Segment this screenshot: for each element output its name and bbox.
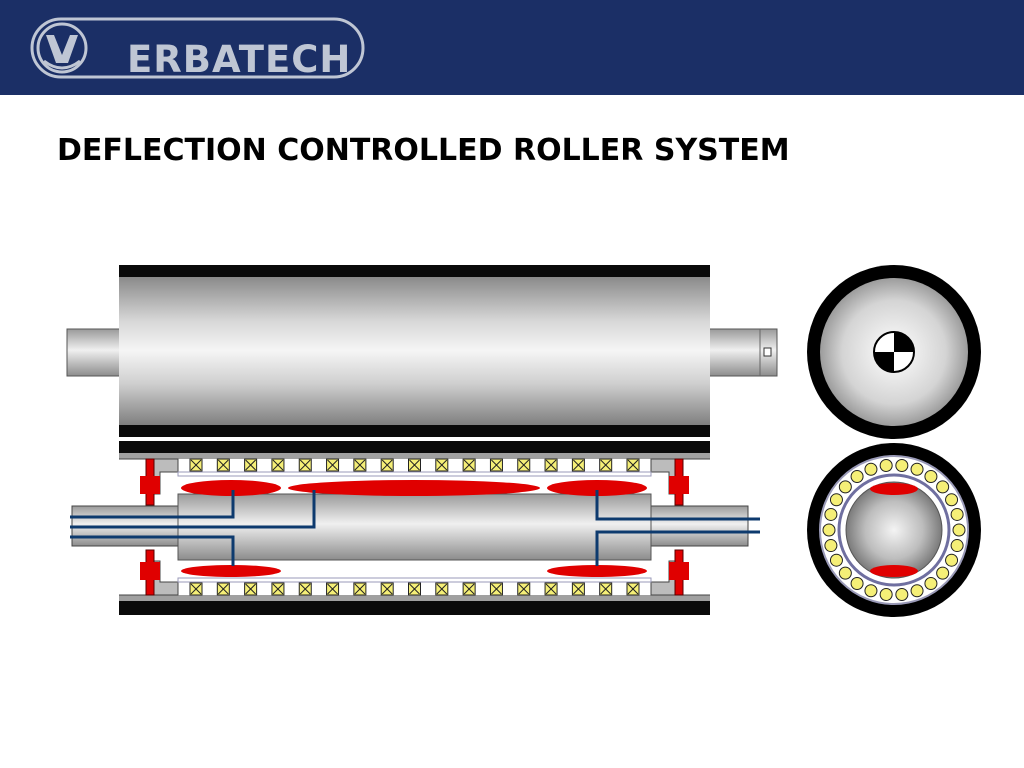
ring-bearings [822,458,966,602]
lower-cover-top [119,441,710,453]
ring-ball [864,462,878,476]
pressure-shoes-bottom [181,565,647,577]
bearing-element [244,582,258,596]
bearing-element [626,458,640,472]
ring-ball [924,576,938,590]
section-shaft [845,481,943,579]
ring-ball [824,539,838,553]
ring-ball [879,458,893,472]
ring-ball [824,507,838,521]
ring-ball [829,493,843,507]
bearing-element [571,582,585,596]
upper-cover-bottom [119,425,710,437]
ring-ball [895,458,909,472]
header-bar: ERBATECH [0,0,1024,95]
bearing-element [517,458,531,472]
bearing-element [626,582,640,596]
section-pressure-shoe-top [870,483,918,495]
ring-ball [950,507,964,521]
bearing-element [489,582,503,596]
lower-cover-bottom [119,601,710,615]
pressure-shoe-right-top [547,480,647,496]
upper-roller [66,265,778,437]
ring-ball [945,553,959,567]
bearing-element [599,582,613,596]
center-mark-icon [873,331,915,373]
bearing-element [271,582,285,596]
ring-ball [864,584,878,598]
upper-cross-section [807,265,981,439]
bearing-element [216,458,230,472]
oil-pipe-5 [595,530,760,566]
bearing-element [462,582,476,596]
bearing-element [189,582,203,596]
bearing-element [462,458,476,472]
bearing-row-top [189,458,640,472]
oil-pipe-1 [70,490,235,519]
bearing-element [353,582,367,596]
bearing-row-bottom [189,582,640,596]
upper-left-journal [66,328,122,377]
logo-wordmark: ERBATECH [127,38,352,81]
ring-ball [829,553,843,567]
ring-ball [936,566,950,580]
bearing-element [599,458,613,472]
bearing-element [380,458,394,472]
bearing-element [544,582,558,596]
ring-ball [838,480,852,494]
oil-feed-pipes [70,490,760,566]
pressure-shoe-left-top [181,480,281,496]
bearing-element [326,458,340,472]
upper-cover-top [119,265,710,277]
bearing-element [380,582,394,596]
lower-roller [70,441,760,615]
ring-ball [822,523,836,537]
erbatech-logo: ERBATECH [30,17,365,81]
bearing-element [298,458,312,472]
ring-ball [895,588,909,602]
lower-cross-section [807,443,981,617]
pressure-shoe-right-bottom [547,565,647,577]
page-title: DEFLECTION CONTROLLED ROLLER SYSTEM [57,133,790,168]
keyway-mark [763,347,772,357]
ring-ball [879,588,893,602]
bearing-element [408,582,421,596]
ring-ball [952,523,966,537]
right-end-cap [650,458,710,596]
bearing-element [435,582,449,596]
pressure-shoe-left-bottom [181,565,281,577]
bearing-element [544,458,558,472]
ring-ball [850,470,864,484]
ring-ball [950,539,964,553]
ring-ball [838,566,852,580]
ring-ball [945,493,959,507]
bearing-element [517,582,531,596]
ring-ball [850,576,864,590]
ring-ball [936,480,950,494]
bearing-element [435,458,449,472]
logo-emblem [30,17,365,79]
oil-pipe-4 [595,490,760,521]
oil-pipe-2 [70,490,316,529]
bearing-element [489,458,503,472]
bearing-element [189,458,203,472]
section-pressure-shoe-bottom [870,565,918,577]
bearing-element [298,582,312,596]
bearing-element [271,458,285,472]
bearing-element [353,458,367,472]
bearing-element [216,582,230,596]
bearing-element [244,458,258,472]
ring-ball [924,470,938,484]
bearing-element [326,582,340,596]
bearing-element [571,458,585,472]
left-end-cap [119,458,179,596]
ring-ball [910,462,924,476]
upper-roller-body [119,277,710,425]
pressure-shoe-center-top [288,480,540,496]
ring-ball [910,584,924,598]
pressure-shoes-top [181,480,647,496]
bearing-element [408,458,421,472]
oil-pipe-3 [70,535,235,566]
